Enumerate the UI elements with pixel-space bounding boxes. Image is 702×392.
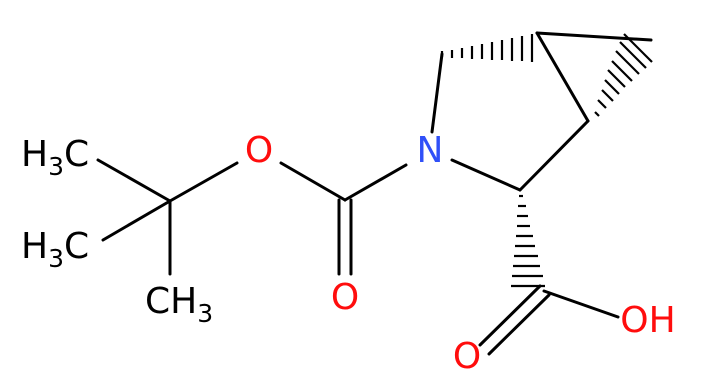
acid-hydroxyl-label: OH (620, 300, 675, 341)
ester-oxygen-label: O (245, 130, 273, 171)
bond-layer (96, 31, 653, 356)
bond-carbonyl-c-to-n (343, 163, 408, 202)
bond-acid-c-o-1 (478, 284, 542, 347)
hashed-bond-ch2-to-bridgehead (440, 34, 534, 62)
bond-o-to-carbonyl-c (279, 161, 347, 202)
methyl-label-mid: H3C (21, 226, 89, 273)
carbamate-carbonyl-oxygen-label: O (331, 277, 359, 318)
methyl-label-top: H3C (21, 134, 89, 181)
atom-labels: H3C H3C CH3 O N O OH O (21, 130, 676, 377)
bond-bridgehead-to-bridgehead (535, 31, 590, 123)
bond-methyl-top (96, 158, 172, 203)
methyl-label-bottom: CH3 (145, 281, 213, 328)
hashed-bond-c-alpha-to-acid-c (511, 194, 545, 288)
nitrogen-label: N (417, 130, 444, 171)
bond-acid-c-to-oh (542, 289, 620, 319)
bond-acid-c-o-2 (487, 293, 551, 356)
bond-n-to-c-alpha (450, 158, 522, 192)
bond-bridgehead-to-cyclopropyl-ch2 (535, 31, 653, 42)
hashed-bond-bridgehead-to-cyclopropyl-ch2 (594, 33, 653, 117)
bond-c-alpha-to-bridgehead (518, 119, 590, 192)
bond-n-to-ch2 (430, 52, 444, 134)
acid-carbonyl-oxygen-label: O (453, 336, 481, 377)
bond-methyl-mid (101, 199, 172, 242)
bond-quaternary-c-to-o (168, 161, 239, 203)
